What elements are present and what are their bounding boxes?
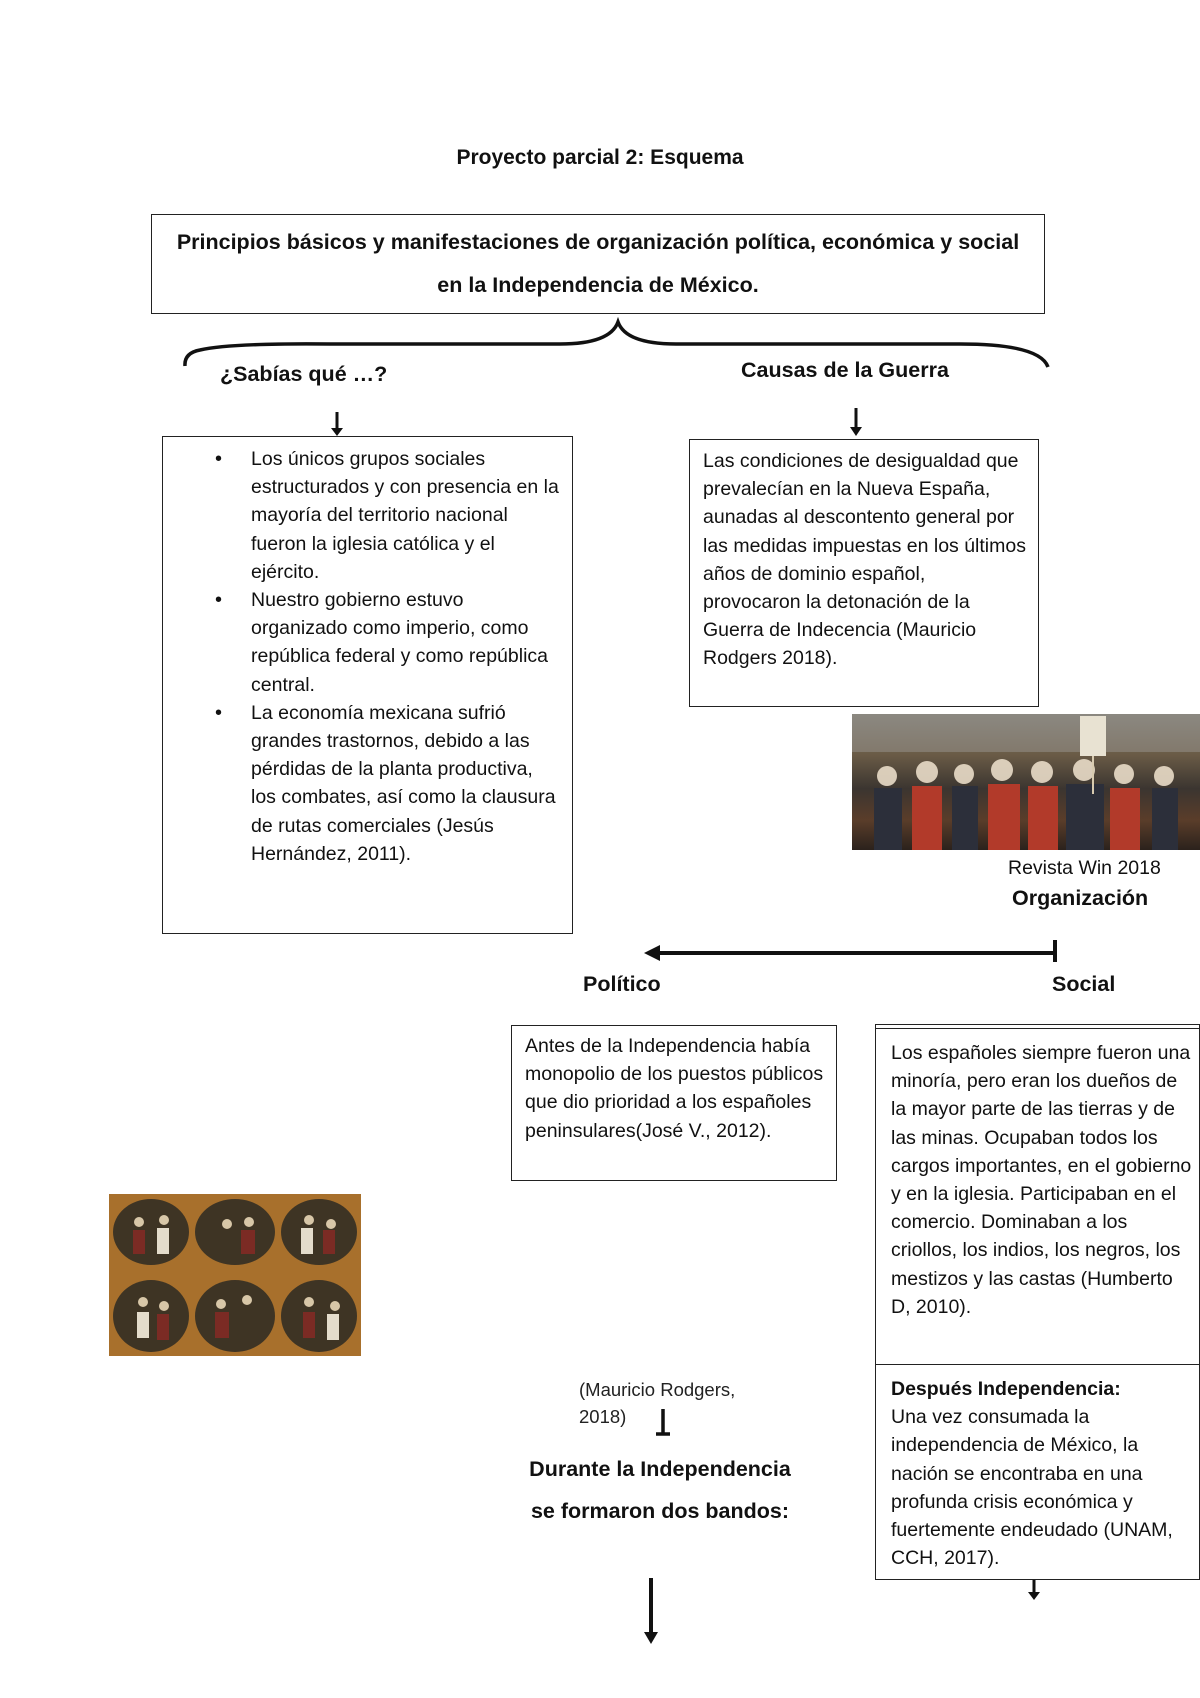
castas-painting-image (109, 1194, 361, 1356)
curly-brace (183, 316, 1050, 368)
main-topic: Principios básicos y manifestaciones de … (176, 230, 1020, 297)
organizacion-heading: Organización (1012, 886, 1149, 910)
image-caption: Revista Win 2018 (1008, 857, 1161, 879)
castas-panels (109, 1194, 361, 1356)
social-box: Los españoles siempre fueron una minoría… (875, 1024, 1200, 1580)
painting-figures (852, 714, 1200, 850)
politico-heading: Político (583, 972, 661, 996)
causas-heading: Causas de la Guerra (741, 358, 949, 382)
sabias-item: Los únicos grupos sociales estructurados… (163, 445, 560, 586)
politico-text: Antes de la Independencia había monopoli… (525, 1035, 824, 1142)
politico-box: Antes de la Independencia había monopoli… (511, 1025, 837, 1181)
social-text: Los españoles siempre fueron una minoría… (891, 1042, 1192, 1318)
after-independence-text: Una vez consumada la independencia de Mé… (891, 1406, 1173, 1570)
sabias-list: Los únicos grupos sociales estructurados… (163, 445, 560, 868)
sabias-item: Nuestro gobierno estuvo organizado como … (163, 586, 560, 699)
causas-text: Las condiciones de desigualdad que preva… (703, 450, 1026, 670)
durante-text: Durante la Independencia se formaron dos… (529, 1457, 791, 1523)
after-independence-label: Después Independencia: (891, 1378, 1121, 1400)
independence-painting-image (852, 714, 1200, 850)
citation-rodgers: (Mauricio Rodgers, 2018) (579, 1379, 736, 1427)
social-after-section: Después Independencia: Una vez consumada… (876, 1365, 1199, 1572)
sabias-box: Los únicos grupos sociales estructurados… (162, 436, 573, 934)
main-topic-box: Principios básicos y manifestaciones de … (151, 214, 1045, 314)
social-before-section: Los españoles siempre fueron una minoría… (876, 1028, 1199, 1365)
document-title: Proyecto parcial 2: Esquema (456, 146, 744, 169)
causas-box: Las condiciones de desigualdad que preva… (689, 439, 1039, 707)
social-heading: Social (1052, 972, 1116, 996)
sabias-heading: ¿Sabías qué …? (220, 362, 388, 386)
sabias-item: La economía mexicana sufrió grandes tras… (163, 699, 560, 868)
